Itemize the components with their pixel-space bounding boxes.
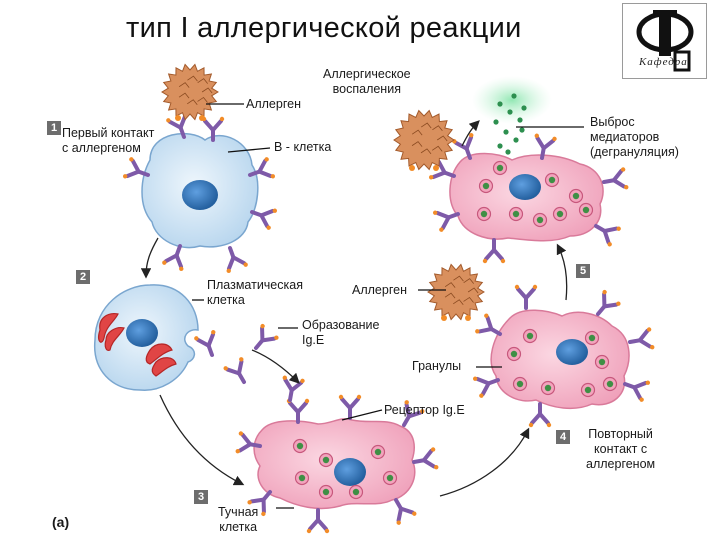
ige-receptor-icon <box>596 289 621 316</box>
ige-antibody-icon <box>282 375 305 402</box>
free-ige-layer <box>194 323 305 402</box>
label-allergen-top: Аллерген <box>246 97 301 111</box>
mediators-layer <box>493 93 527 155</box>
ige-receptor-icon <box>534 133 557 160</box>
ige-receptor-icon <box>594 224 621 247</box>
flow-arrows <box>140 120 568 497</box>
ige-antibody-icon <box>194 329 216 357</box>
ige-receptor-icon <box>412 447 439 470</box>
mast-cell-sensitized <box>253 418 416 510</box>
label-first-contact: Первый контакт с аллергеном <box>62 126 155 155</box>
step-5-badge: 5 <box>576 264 590 278</box>
arrow-3-to-4 <box>439 427 530 497</box>
granules-layer <box>292 160 618 500</box>
ige-receptor-icon <box>602 167 629 190</box>
b-cell <box>141 132 259 249</box>
ige-receptor-icon <box>286 398 310 424</box>
ige-receptor-icon <box>628 327 655 350</box>
receptors-layer <box>122 111 655 534</box>
b-cell-receptor-icon <box>162 244 184 272</box>
step-2-badge: 2 <box>76 270 90 284</box>
ige-antibody-icon <box>223 357 246 384</box>
ige-receptor-icon <box>235 431 262 454</box>
logo-caption: Кафедра <box>639 56 688 68</box>
ige-receptor-icon <box>394 498 417 525</box>
ige-antibody-icon <box>254 323 279 350</box>
logo-phi-icon <box>636 10 694 72</box>
ige-receptor-icon <box>306 508 330 534</box>
allergen-icon <box>161 63 219 121</box>
allergen-icon <box>427 263 485 321</box>
ige-receptor-icon <box>528 402 552 428</box>
diagram-title: тип I аллергической реакции <box>126 12 522 44</box>
b-cell-nucleus <box>182 180 218 210</box>
arrow-5-to-inflammation <box>461 120 480 147</box>
label-granules: Гранулы <box>412 359 462 373</box>
label-repeat-contact: Повторный контакт с аллергеном <box>586 427 656 471</box>
label-plasma-cell: Плазматическая клетка <box>207 278 303 307</box>
step-1-badge: 1 <box>47 121 61 135</box>
ige-receptor-icon <box>247 490 272 517</box>
arrow-ige-to-receptor <box>251 349 300 384</box>
ige-receptor-icon <box>338 394 362 420</box>
label-b-cell: В - клетка <box>274 140 332 154</box>
plasma-cell <box>94 284 199 391</box>
b-cell-receptor-icon <box>122 157 150 179</box>
arrow-4-to-5 <box>556 243 568 301</box>
ige-receptor-icon <box>402 400 425 427</box>
label-ige-receptor: Рецептор Ig.E <box>384 403 465 417</box>
step-4-badge: 4 <box>556 430 570 444</box>
rough-er-icon <box>98 313 177 377</box>
mediator-cloud <box>472 76 552 124</box>
department-logo: Кафедра <box>622 3 707 79</box>
b-cell-receptor-icon <box>250 208 278 230</box>
leader-lines <box>192 103 584 509</box>
ige-receptor-icon <box>475 313 502 336</box>
label-allergen-mid: Аллерген <box>352 283 407 297</box>
b-cell-receptor-icon <box>201 116 225 142</box>
label-inflammation: Аллергическое воспаления <box>323 67 411 96</box>
ige-receptor-icon <box>482 238 506 264</box>
label-ige-formation: Образование Ig.E <box>302 318 380 347</box>
ige-receptor-icon <box>514 284 538 310</box>
ige-receptor-icon <box>432 210 460 232</box>
arrow-2-to-3 <box>159 394 245 486</box>
arrow-1-to-2 <box>140 237 159 279</box>
b-cell-receptor-icon <box>226 246 248 274</box>
step-3-badge: 3 <box>194 490 208 504</box>
b-cell-receptor-icon <box>248 157 276 179</box>
ige-receptor-icon <box>472 376 500 398</box>
label-mast-cell: Тучная клетка <box>218 505 259 534</box>
label-mediator-release: Выброс медиаторов (дегрануляция) <box>590 115 679 159</box>
allergen-icon <box>393 109 455 171</box>
allergens-layer <box>161 63 485 321</box>
ige-receptor-icon <box>623 380 651 402</box>
panel-label: (a) <box>52 514 70 530</box>
